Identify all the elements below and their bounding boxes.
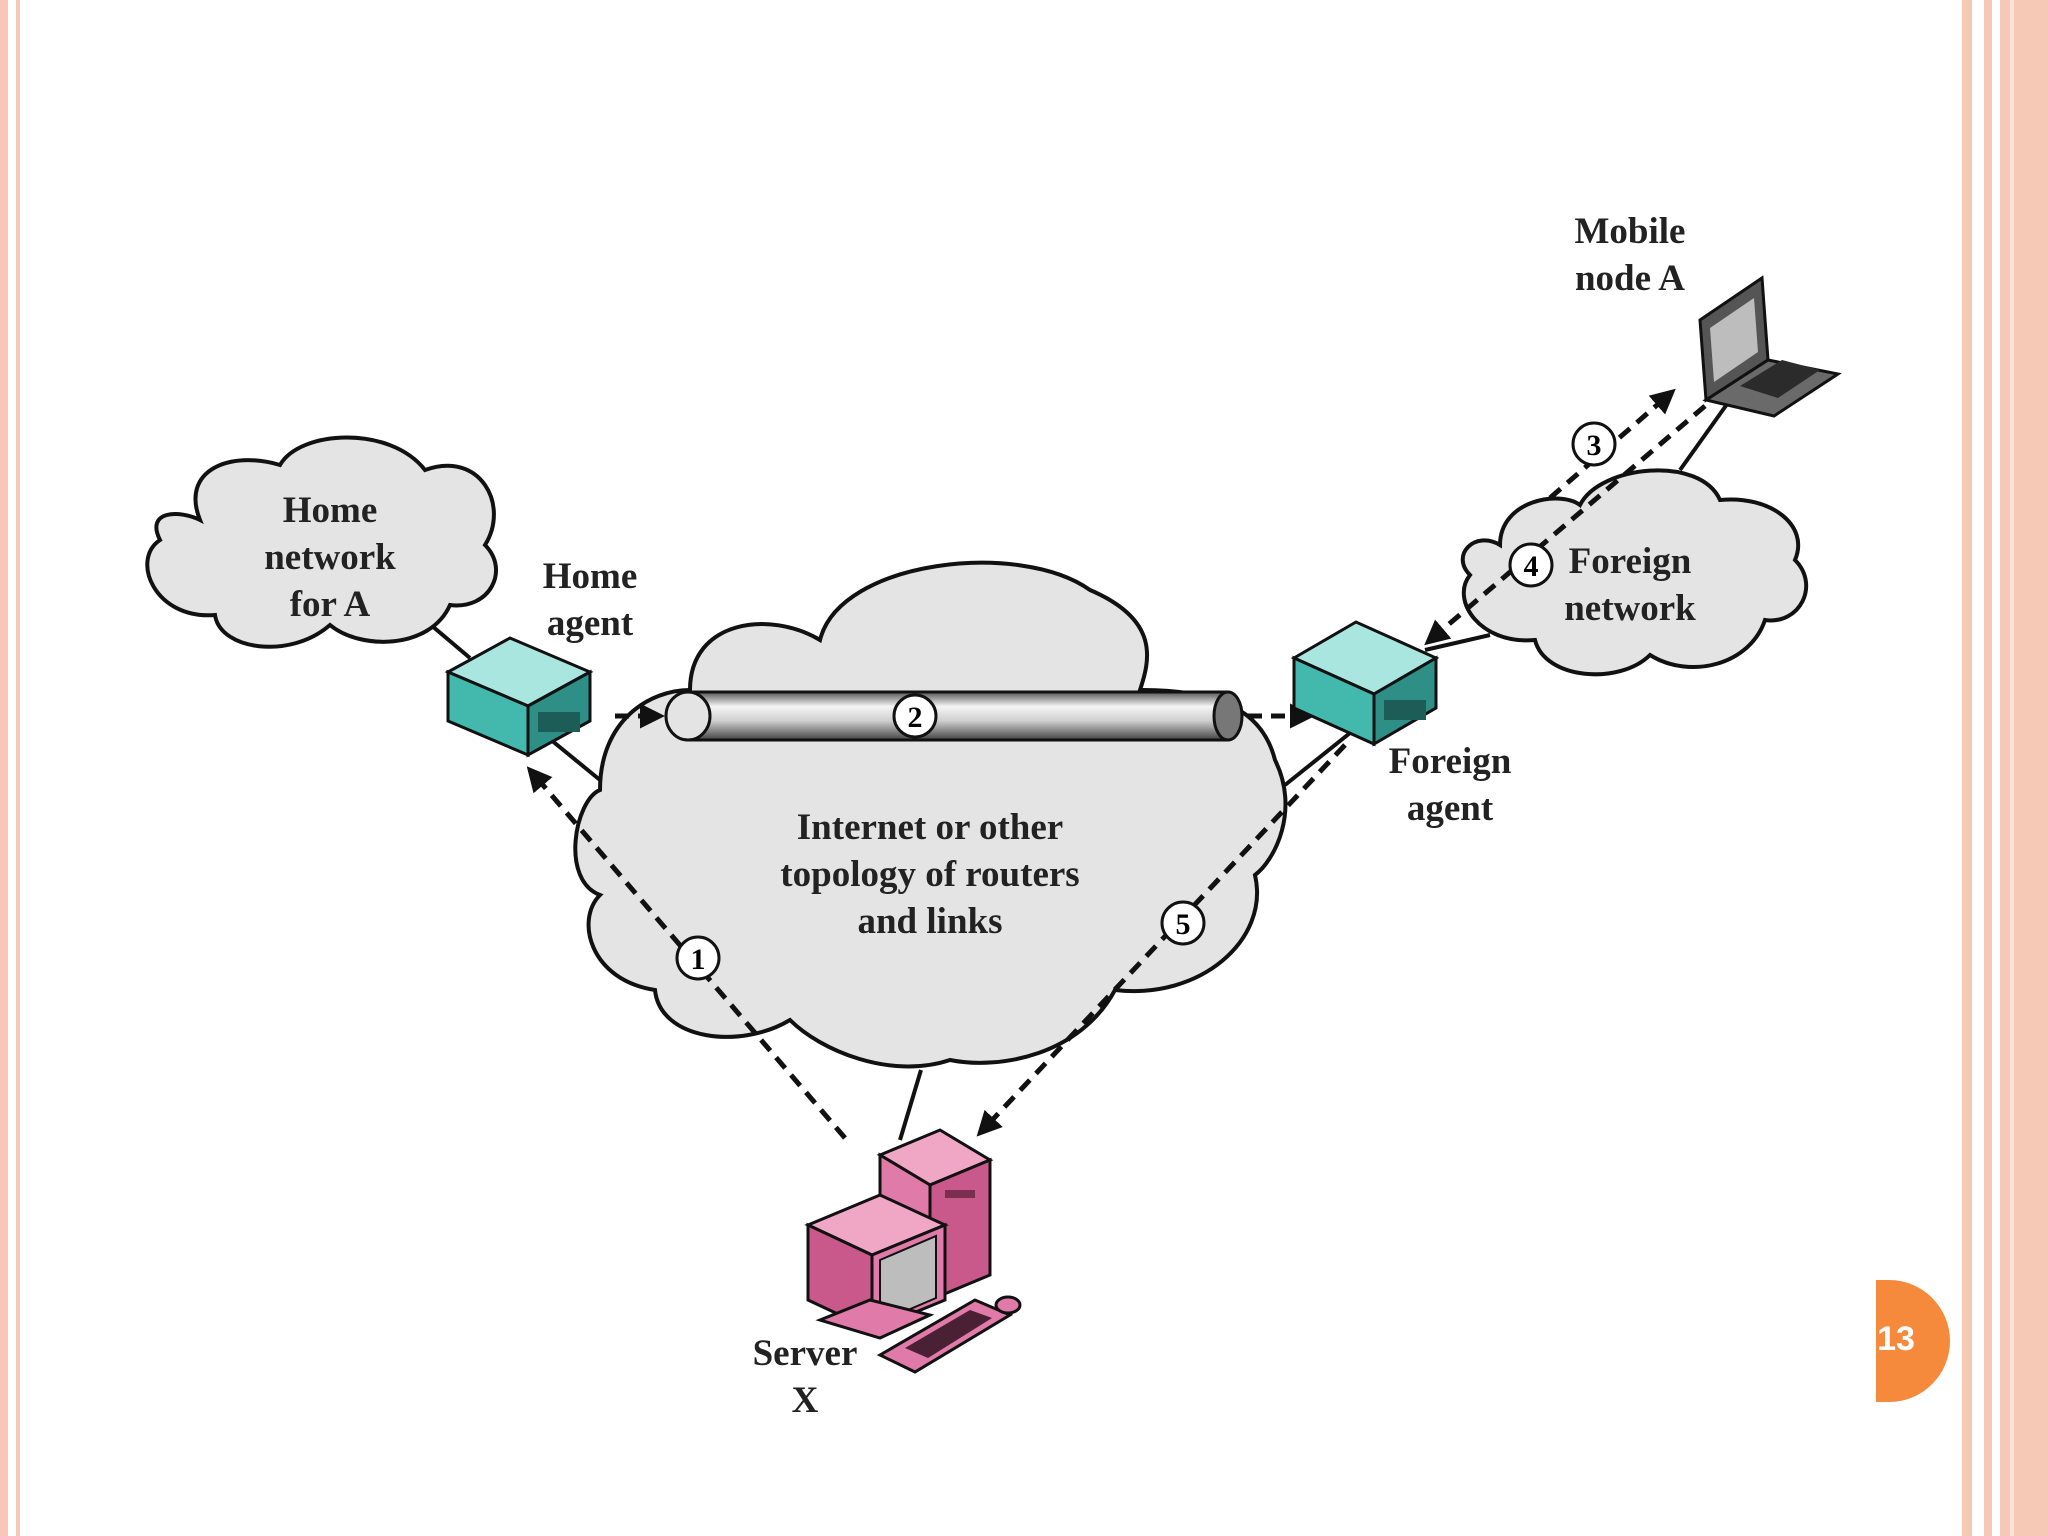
step-5-label: 5 xyxy=(1176,908,1191,941)
slide-border-right xyxy=(1962,0,1972,1536)
step-5-marker: 5 xyxy=(1160,900,1206,946)
tunnel-tube xyxy=(664,690,1244,742)
step-2-marker: 2 xyxy=(892,693,938,739)
slide-border-right-4 xyxy=(2010,0,2014,1536)
slide-border-right-3 xyxy=(2000,0,2048,1536)
solid-links xyxy=(423,398,1732,1141)
step-4-label: 4 xyxy=(1524,550,1539,583)
slide-border-left xyxy=(0,0,8,1536)
page-number: 13 xyxy=(1877,1320,1915,1358)
step-3-label: 3 xyxy=(1587,429,1602,462)
internet-cloud xyxy=(573,560,1288,1069)
step-1-marker: 1 xyxy=(675,935,721,981)
home-network-cloud xyxy=(145,435,498,649)
step-circles: 1 2 3 4 5 xyxy=(675,421,1617,981)
home-agent-box xyxy=(444,636,594,758)
laptop-icon xyxy=(1698,275,1842,418)
server-computer-icon xyxy=(804,1128,1022,1374)
slide-border-right-2 xyxy=(1984,0,1992,1536)
foreign-agent-box xyxy=(1290,620,1440,747)
step-4-marker: 4 xyxy=(1508,542,1554,588)
step-2-label: 2 xyxy=(908,701,923,734)
step-3-marker: 3 xyxy=(1571,421,1617,467)
step-1-label: 1 xyxy=(691,943,706,976)
slide-border-left-inner xyxy=(16,0,20,1536)
foreign-network-cloud xyxy=(1460,468,1809,677)
